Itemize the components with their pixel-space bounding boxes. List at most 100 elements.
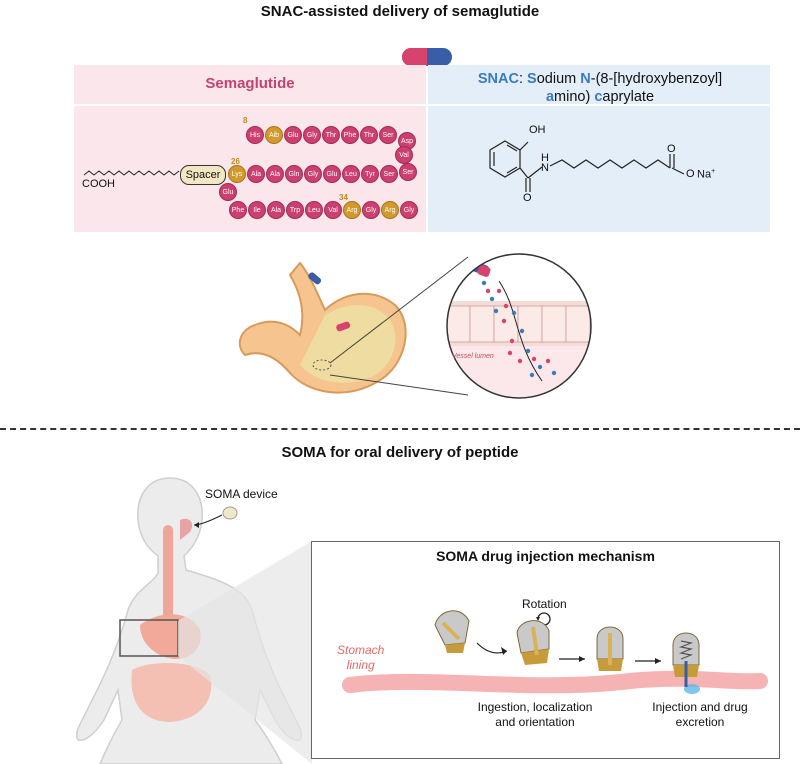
injection-line2: excretion — [675, 715, 725, 729]
residue-row1-1: Aib — [265, 126, 283, 144]
soma-device-2 — [516, 620, 550, 665]
residue-row2-1: Ala — [247, 165, 265, 183]
residue-row3-5: Val — [324, 201, 342, 219]
molecule-dot — [537, 364, 543, 370]
snac-aprylate: aprylate — [602, 89, 655, 105]
capsule-icon — [402, 48, 452, 66]
molecule-dot — [551, 370, 557, 376]
soma-device-1 — [434, 610, 470, 653]
soma-mechanism-title: SOMA drug injection mechanism — [436, 548, 655, 564]
snac-title: SNAC: Sodium N-(8-[hydroxybenzoyl] amino… — [440, 70, 760, 106]
epithelium-zoom — [446, 253, 592, 399]
carbonyl-o-label: O — [523, 192, 532, 204]
molecule-dot — [545, 358, 551, 364]
snac-odium: odium — [536, 71, 581, 87]
rotation-icon — [536, 612, 551, 626]
molecule-dot — [481, 280, 487, 286]
snac-s: S — [527, 71, 537, 87]
molecule-dot — [493, 308, 499, 314]
molecule-dot — [507, 350, 513, 356]
residue-row3-7: Gly — [362, 201, 380, 219]
residue-row3-3: Trp — [286, 201, 304, 219]
fatty-acid-chain — [84, 170, 180, 176]
stomach-lining-line1: Stomach — [337, 643, 385, 657]
soma-zoom-wedge — [178, 541, 312, 764]
ingestion-line1: Ingestion, localization — [477, 700, 593, 714]
stomach-lining-line2: lining — [346, 658, 375, 672]
nitrogen-label: N — [541, 162, 549, 174]
soma-devices — [434, 610, 700, 687]
ona-o-label: O — [686, 168, 695, 180]
residue-row1-5: Phe — [341, 126, 359, 144]
oh-label: OH — [529, 124, 546, 136]
residue-row1-4: Thr — [322, 126, 340, 144]
molecule-dot — [501, 318, 507, 324]
stomach-illustration — [238, 261, 407, 394]
molecule-dot — [525, 348, 531, 354]
residue-row1-3: Gly — [303, 126, 321, 144]
nitrogen-h-label: H — [541, 152, 549, 164]
molecule-dot — [517, 358, 523, 364]
residue-number-8: 8 — [243, 116, 248, 125]
molecule-dot — [519, 328, 525, 334]
residue-row1-0: His — [246, 126, 264, 144]
residue-row3-2: Ala — [267, 201, 285, 219]
residue-row1-6: Thr — [360, 126, 378, 144]
residue-glu: Glu — [219, 183, 237, 201]
molecule-dot — [509, 338, 515, 344]
residue-number-34: 34 — [339, 193, 348, 202]
acid-o-label: O — [667, 143, 676, 155]
residue-row2-5: Glu — [323, 165, 341, 183]
snac-c: c — [594, 89, 603, 105]
injection-line1: Injection and drug — [652, 700, 748, 714]
residue-row2-9: Ser — [399, 163, 417, 181]
na-plus: + — [711, 168, 716, 175]
na-label: Na+ — [697, 168, 715, 181]
bottom-title: SOMA for oral delivery of peptide — [281, 444, 519, 461]
na-text: Na — [697, 168, 712, 181]
residue-row2-2: Ala — [266, 165, 284, 183]
residue-row1-7: Ser — [379, 126, 397, 144]
residue-row2-4: Gly — [304, 165, 322, 183]
snac-abbrev: SNAC — [477, 71, 519, 87]
molecule-dot — [531, 356, 537, 362]
stomach-lining — [342, 670, 768, 694]
molecule-dot — [496, 288, 502, 294]
molecule-dot — [489, 296, 495, 302]
residue-number-26: 26 — [231, 157, 240, 166]
residue-row2-6: Leu — [342, 165, 360, 183]
molecule-dot — [503, 303, 509, 309]
residue-row2-3: Gln — [285, 165, 303, 183]
top-title: SNAC-assisted delivery of semaglutide — [260, 3, 540, 20]
soma-device-3 — [596, 626, 624, 671]
snac-colon: : — [518, 71, 528, 87]
semaglutide-title: Semaglutide — [205, 75, 295, 92]
residue-row3-0: Phe — [229, 201, 247, 219]
section-divider — [0, 428, 800, 430]
ingestion-line2: and orientation — [495, 715, 575, 729]
snac-n: N — [580, 71, 591, 87]
residue-row3-1: Ile — [248, 201, 266, 219]
molecule-dot — [485, 288, 491, 294]
snac-rest1: -(8-[hydroxybenzoyl] — [590, 71, 723, 87]
residue-row2-8: Ser — [380, 165, 398, 183]
residue-row3-6: Arg — [343, 201, 361, 219]
molecule-dot — [511, 310, 517, 316]
residue-row3-8: Arg — [381, 201, 399, 219]
residue-val: Val — [395, 146, 413, 164]
snac-mino: mino) — [554, 89, 595, 105]
cooh-label: COOH — [82, 178, 115, 190]
panel-divider — [74, 104, 770, 106]
vessel-lumen-label: Vessel lumen — [452, 353, 494, 360]
snac-structure — [489, 140, 685, 192]
residue-row1-2: Glu — [284, 126, 302, 144]
residue-row2-7: Tyr — [361, 165, 379, 183]
soma-device-arrow — [193, 506, 238, 528]
residue-row2-0: Lys — [228, 165, 246, 183]
soma-device-label: SOMA device — [205, 487, 278, 501]
snac-panel — [428, 65, 770, 232]
spacer-box: Spacer — [180, 165, 226, 185]
